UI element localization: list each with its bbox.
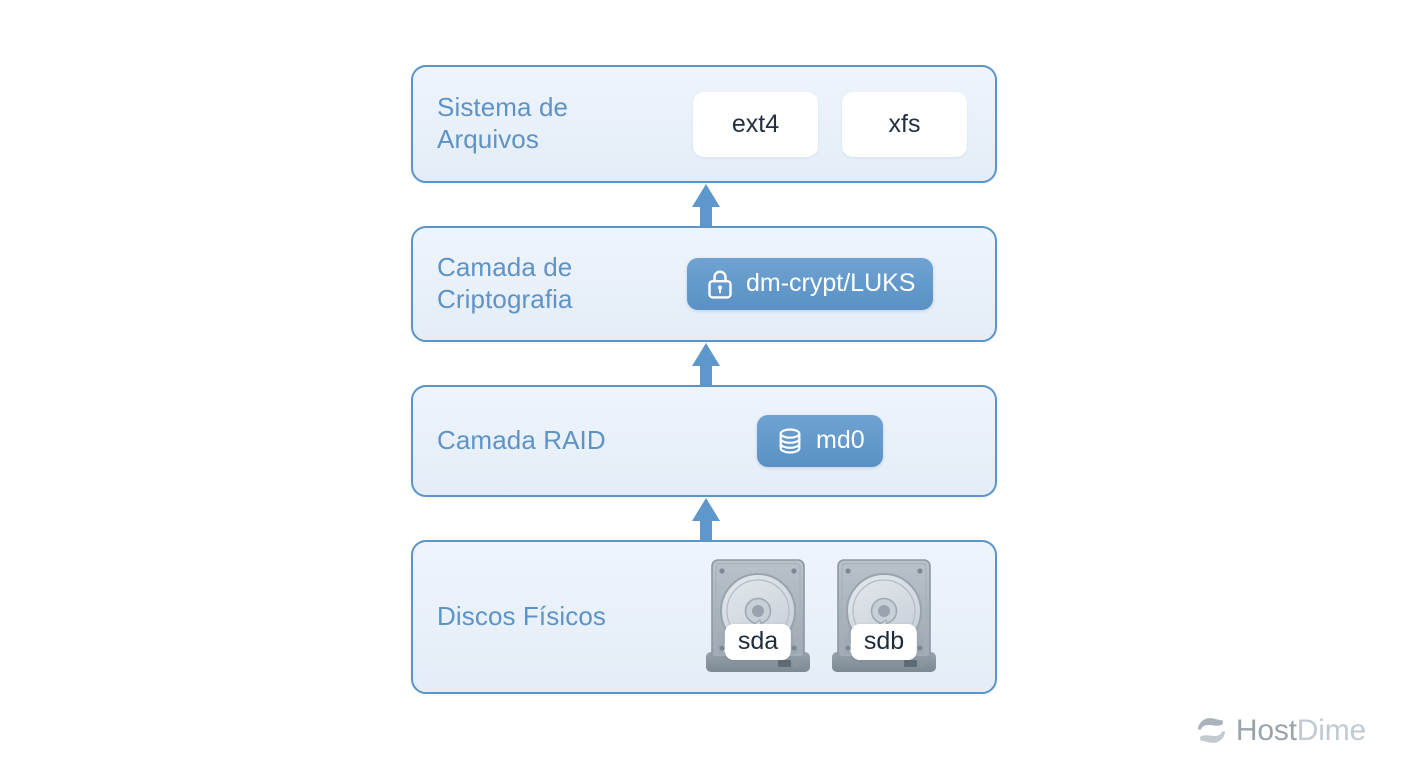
layer-title-physical-disks: Discos Físicos xyxy=(437,601,606,632)
layer-items-encryption: dm-crypt/LUKS xyxy=(687,258,995,310)
lock-icon xyxy=(705,268,735,300)
layer-title-raid: Camada RAID xyxy=(437,425,606,456)
brand-name-host: Host xyxy=(1235,713,1297,747)
disk-sdb[interactable]: sdb xyxy=(828,558,940,676)
chip-label: ext4 xyxy=(731,109,780,138)
arrow-crypt-to-filesystem xyxy=(690,183,722,226)
disk-label: sdb xyxy=(850,624,918,660)
layer-title-filesystem: Sistema de Arquivos xyxy=(437,92,569,154)
layer-encryption: Camada de Criptografia dm-crypt/LUKS xyxy=(411,226,997,342)
layer-raid: Camada RAID md0 xyxy=(411,385,997,497)
layer-title-encryption: Camada de Criptografia xyxy=(437,252,573,314)
badge-label: md0 xyxy=(816,425,865,454)
hostdime-logo-icon xyxy=(1196,715,1227,746)
database-icon xyxy=(775,425,805,457)
disk-label: sda xyxy=(724,624,792,660)
badge-dm-crypt-luks[interactable]: dm-crypt/LUKS xyxy=(687,258,934,310)
layer-items-raid: md0 xyxy=(687,415,995,467)
chip-ext4[interactable]: ext4 xyxy=(693,91,818,157)
arrow-disks-to-raid xyxy=(690,497,722,540)
chip-label: xfs xyxy=(888,109,921,138)
arrow-raid-to-encryption xyxy=(690,342,722,385)
layer-filesystem: Sistema de Arquivos ext4 xfs xyxy=(411,65,997,183)
chip-xfs[interactable]: xfs xyxy=(842,91,967,157)
disk-sda[interactable]: sda xyxy=(702,558,814,676)
layer-items-physical-disks: sda xyxy=(687,558,995,676)
brand-name: HostDime xyxy=(1235,713,1366,747)
layer-items-filesystem: ext4 xfs xyxy=(687,91,995,157)
layer-physical-disks: Discos Físicos xyxy=(411,540,997,694)
badge-md0[interactable]: md0 xyxy=(757,415,883,467)
badge-label: dm-crypt/LUKS xyxy=(746,268,916,297)
brand-name-dime: Dime xyxy=(1296,713,1366,747)
brand-logo: HostDime xyxy=(1196,715,1366,746)
